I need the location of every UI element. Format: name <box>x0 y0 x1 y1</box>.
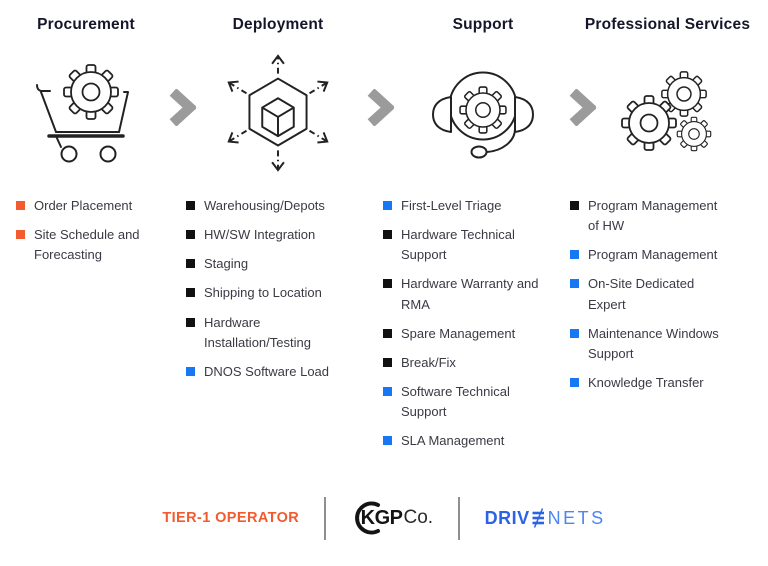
chevron-right-icon <box>169 89 196 126</box>
list-item: Hardware Technical Support <box>383 225 583 265</box>
column-title: Deployment <box>232 16 324 33</box>
list-item: Software Technical Support <box>383 382 583 422</box>
column-professional-services: Professional Services Program Management… <box>570 0 765 402</box>
bullet-square <box>16 201 25 210</box>
bullet-square <box>186 230 195 240</box>
kgp-suffix: Co. <box>403 507 434 528</box>
bullet-square <box>570 279 579 289</box>
bullet-square <box>570 201 579 210</box>
bullet-square <box>383 201 392 210</box>
column-support: Support First-Level Triage Hardware Tech… <box>383 0 583 460</box>
procurement-list: Order Placement Site Schedule and Foreca… <box>16 196 156 265</box>
bullet-square <box>383 279 392 289</box>
list-item: DNOS Software Load <box>186 362 370 382</box>
professional-services-list: Program Management of HW Program Managem… <box>570 196 765 393</box>
bullet-square <box>383 386 392 396</box>
list-item: Program Management <box>570 245 765 265</box>
footer-divider <box>458 496 460 540</box>
bullet-square <box>383 436 392 446</box>
drivenets-e-icon <box>532 508 544 528</box>
kgpco-arc-icon <box>354 501 380 535</box>
gears-trio-icon <box>618 67 718 159</box>
support-list: First-Level Triage Hardware Technical Su… <box>383 196 583 451</box>
cart-gear-icon <box>36 58 129 163</box>
list-item: Order Placement <box>16 196 156 216</box>
column-deployment: Deployment Warehousing/Depots HW/SW Int <box>186 0 370 391</box>
list-item: Hardware Warranty and RMA <box>383 274 583 314</box>
list-item: Knowledge Transfer <box>570 373 765 393</box>
list-item: Maintenance Windows Support <box>570 324 765 364</box>
bullet-square <box>383 357 392 367</box>
list-item: SLA Management <box>383 431 583 451</box>
distribution-cube-icon <box>227 54 329 172</box>
bullet-square <box>383 230 392 240</box>
bullet-square <box>570 377 579 387</box>
kgp-name: KGP <box>360 506 403 529</box>
bullet-square <box>570 250 579 260</box>
column-procurement: Procurement Order Placement Site Schedul… <box>16 0 156 274</box>
list-item: Site Schedule and Forecasting <box>16 225 156 265</box>
bullet-square <box>186 317 195 327</box>
list-item: Break/Fix <box>383 353 583 373</box>
column-title: Professional Services <box>584 16 751 33</box>
footer-divider <box>324 496 326 540</box>
list-item: Warehousing/Depots <box>186 196 370 216</box>
tier1-operator-label: TIER-1 OPERATOR <box>162 510 300 526</box>
headset-gear-icon <box>432 71 534 159</box>
list-item: On-Site Dedicated Expert <box>570 274 765 314</box>
chevron-right-icon <box>569 89 596 126</box>
drivenets-prefix: DRIV <box>484 507 530 528</box>
drivenets-suffix: NETS <box>547 507 606 528</box>
list-item: Staging <box>186 254 370 274</box>
column-title: Support <box>452 16 514 33</box>
bullet-square <box>186 288 195 298</box>
list-item: Program Management of HW <box>570 196 765 236</box>
list-item: Shipping to Location <box>186 283 370 303</box>
drivenets-logo: DRIV NETS <box>485 508 606 529</box>
list-item: HW/SW Integration <box>186 225 370 245</box>
list-item: Hardware Installation/Testing <box>186 313 370 353</box>
list-item: Spare Management <box>383 324 583 344</box>
bullet-square <box>570 328 579 338</box>
deployment-list: Warehousing/Depots HW/SW Integration Sta… <box>186 196 370 382</box>
bullet-square <box>383 328 392 338</box>
bullet-square <box>186 201 195 210</box>
bullet-square <box>16 230 25 240</box>
chevron-right-icon <box>367 89 394 126</box>
list-item: First-Level Triage <box>383 196 583 216</box>
column-title: Procurement <box>37 16 135 33</box>
bullet-square <box>186 259 195 269</box>
bullet-square <box>186 366 195 376</box>
